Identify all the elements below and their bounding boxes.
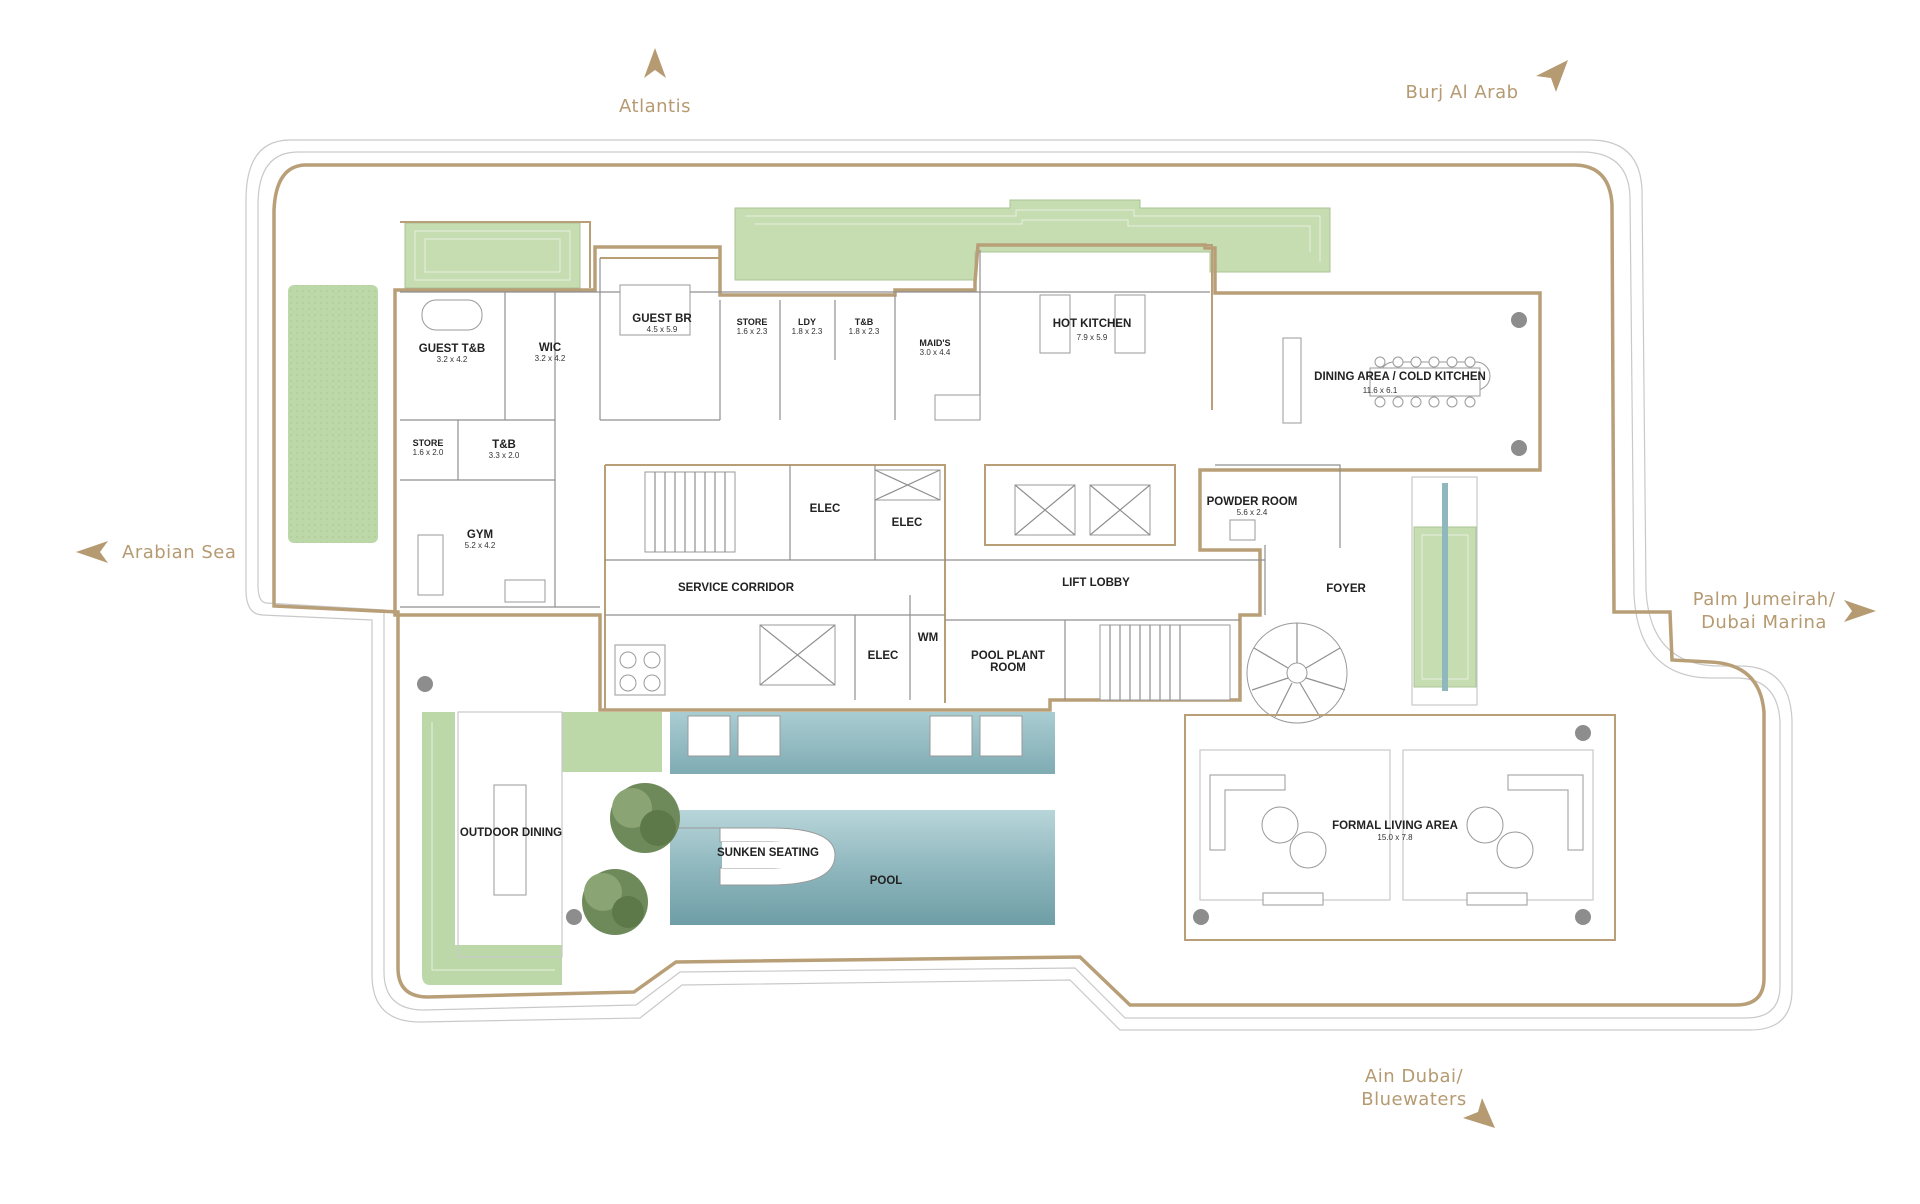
- room-dims: 11.6 x 6.1: [1363, 386, 1398, 395]
- formal-living-area: [1184, 714, 1616, 941]
- room-pool: POOL: [870, 875, 903, 887]
- room-name: GUEST T&B: [419, 343, 485, 355]
- room-store-left: STORE 1.6 x 2.0: [413, 438, 444, 457]
- room-name: WIC: [539, 342, 561, 354]
- lawn-west: [288, 285, 378, 543]
- stairs-west: [644, 471, 736, 553]
- room-tb-top: T&B 1.8 x 2.3: [849, 317, 880, 336]
- room-wm: WM: [918, 632, 938, 644]
- room-hot-kitchen: HOT KITCHEN 7.9 x 5.9: [1053, 318, 1132, 342]
- direction-west-label: Arabian Sea: [122, 542, 236, 563]
- room-dims: 3.0 x 4.4: [920, 348, 951, 357]
- room-dims: 1.6 x 2.0: [413, 448, 444, 457]
- room-powder-room: POWDER ROOM 5.6 x 2.4: [1207, 496, 1298, 517]
- room-dims: 3.2 x 4.2: [437, 355, 468, 364]
- outdoor-dining-area: [457, 711, 563, 958]
- room-name: T&B: [492, 439, 516, 451]
- room-outdoor-dining: OUTDOOR DINING: [460, 827, 562, 839]
- arrow-northeast-icon: [1536, 60, 1568, 92]
- lift-shafts: [614, 469, 1151, 696]
- direction-southeast-label-1: Ain Dubai/: [1365, 1066, 1464, 1087]
- direction-west: Arabian Sea: [76, 541, 236, 563]
- room-dims: 1.6 x 2.3: [737, 327, 768, 336]
- room-dining: DINING AREA / COLD KITCHEN 11.6 x 6.1: [1314, 371, 1486, 395]
- room-formal-living: FORMAL LIVING AREA 15.0 x 7.8: [1332, 820, 1458, 842]
- spiral-stair: [1246, 622, 1348, 724]
- room-name: GYM: [467, 529, 493, 541]
- room-name: GUEST BR: [632, 313, 692, 325]
- room-name: STORE: [413, 438, 444, 448]
- room-name-line-2: ROOM: [990, 662, 1026, 674]
- room-name: POWDER ROOM: [1207, 496, 1298, 508]
- room-name: FORMAL LIVING AREA: [1332, 820, 1458, 832]
- room-dims: 5.6 x 2.4: [1237, 508, 1268, 517]
- room-foyer: FOYER: [1326, 583, 1366, 595]
- direction-east-label-2: Dubai Marina: [1701, 612, 1827, 633]
- room-guest-tb: GUEST T&B 3.2 x 4.2: [419, 343, 485, 364]
- planter-southwest: [422, 712, 562, 985]
- room-elec-2: ELEC: [892, 517, 923, 529]
- room-sunken-seating: SUNKEN SEATING: [717, 847, 819, 859]
- room-guest-br: GUEST BR 4.5 x 5.9: [632, 313, 692, 334]
- columns: [417, 312, 1591, 925]
- room-tb-left: T&B 3.3 x 2.0: [489, 439, 520, 460]
- room-store-top: STORE 1.6 x 2.3: [737, 317, 768, 336]
- room-name: DINING AREA / COLD KITCHEN: [1314, 371, 1486, 383]
- room-dims: 3.3 x 2.0: [489, 451, 520, 460]
- room-name: LDY: [798, 317, 816, 327]
- arrow-southeast-icon: [1463, 1098, 1495, 1128]
- direction-northeast-label: Burj Al Arab: [1405, 82, 1518, 103]
- room-lift-lobby: LIFT LOBBY: [1062, 577, 1130, 589]
- room-dims: 7.9 x 5.9: [1077, 333, 1108, 342]
- room-maids: MAID'S 3.0 x 4.4: [919, 338, 950, 357]
- room-gym: GYM 5.2 x 4.2: [465, 529, 496, 550]
- planter-east-strip: [1411, 476, 1478, 706]
- room-pool-plant: POOL PLANT ROOM: [971, 650, 1045, 674]
- room-service-corridor: SERVICE CORRIDOR: [678, 582, 795, 594]
- planter-north-left: [404, 222, 581, 289]
- tree-icon: [582, 783, 680, 935]
- room-dims: 3.2 x 4.2: [535, 354, 566, 363]
- terrace-outline: [245, 139, 1793, 1031]
- room-elec-3: ELEC: [868, 650, 899, 662]
- dining-table: [1369, 356, 1481, 408]
- room-name: STORE: [737, 317, 768, 327]
- stairs-east: [1099, 624, 1231, 701]
- building-envelope: [393, 221, 1542, 712]
- direction-east: Palm Jumeirah/ Dubai Marina: [1693, 589, 1876, 633]
- lawn-pool-left: [562, 712, 662, 772]
- arrow-west-icon: [76, 541, 108, 563]
- room-dims: 15.0 x 7.8: [1377, 833, 1413, 842]
- room-name: HOT KITCHEN: [1053, 318, 1132, 330]
- direction-southeast-label-2: Bluewaters: [1361, 1089, 1467, 1110]
- room-wic: WIC 3.2 x 4.2: [535, 342, 566, 363]
- direction-northeast: Burj Al Arab: [1405, 60, 1568, 103]
- direction-north-label: Atlantis: [619, 96, 691, 117]
- room-dims: 4.5 x 5.9: [647, 325, 678, 334]
- room-ldy: LDY 1.8 x 2.3: [792, 317, 823, 336]
- direction-east-label-1: Palm Jumeirah/: [1693, 589, 1836, 610]
- room-dims: 1.8 x 2.3: [849, 327, 880, 336]
- room-name-line-1: POOL PLANT: [971, 650, 1045, 662]
- room-elec-1: ELEC: [810, 503, 841, 515]
- room-dims: 1.8 x 2.3: [792, 327, 823, 336]
- pool-area: [670, 712, 1055, 925]
- furniture-rooms: [417, 284, 1491, 603]
- arrow-east-icon: [1844, 600, 1876, 622]
- planter-north-center: [734, 199, 1331, 281]
- room-dims: 5.2 x 4.2: [465, 541, 496, 550]
- direction-north: Atlantis: [619, 48, 691, 117]
- direction-southeast: Ain Dubai/ Bluewaters: [1361, 1066, 1495, 1128]
- interior-walls: [400, 250, 1341, 710]
- arrow-north-icon: [644, 48, 666, 78]
- room-name: MAID'S: [919, 338, 950, 348]
- room-name: T&B: [855, 317, 874, 327]
